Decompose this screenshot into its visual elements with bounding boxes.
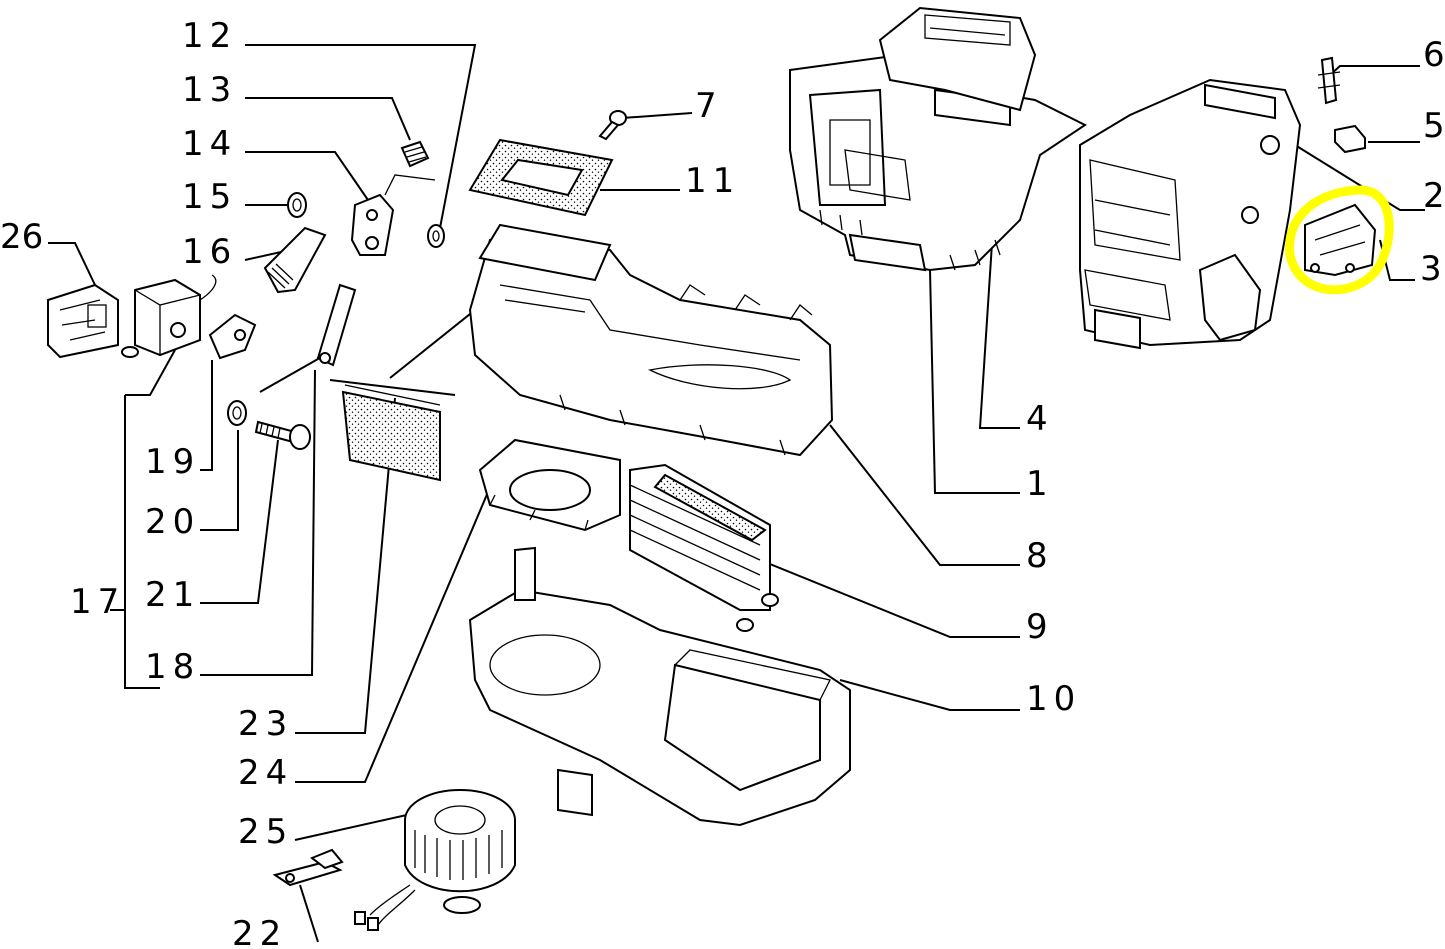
part-10-lower-housing: [468, 546, 851, 827]
part-8-upper-housing: [468, 223, 834, 457]
callout-8: 8: [1026, 536, 1054, 576]
part-22-bracket: [272, 848, 344, 887]
callout-14: 14: [182, 124, 237, 164]
part-11-foam-gasket: [468, 138, 614, 217]
leader-18b: [259, 354, 326, 393]
callout-3: 3: [1420, 249, 1445, 289]
callout-4: 4: [1026, 399, 1054, 439]
callout-2: 2: [1423, 176, 1445, 216]
part-5-connector: [1334, 124, 1366, 154]
callout-16: 16: [182, 232, 237, 272]
part-3-actuator: [1304, 203, 1377, 277]
leader-24: [295, 491, 489, 783]
leader-12: [245, 44, 477, 229]
callout-9: 9: [1026, 607, 1054, 647]
leader-23: [295, 397, 396, 734]
part-18-rod: [316, 283, 357, 367]
callout-13: 13: [182, 70, 237, 110]
callout-15: 15: [182, 177, 237, 217]
part-20-washer: [227, 400, 247, 426]
leader-20: [200, 430, 239, 531]
part-6-clip: [1317, 56, 1341, 105]
part-9-evaporator: [629, 463, 779, 632]
callout-21: 21: [145, 575, 200, 615]
callout-12: 12: [182, 16, 237, 56]
leader-8: [829, 424, 1020, 566]
part-4-upper-duct: [878, 6, 1037, 112]
callout-19: 19: [145, 442, 200, 482]
part-25-blower-motor: [354, 789, 516, 931]
leader-26: [48, 242, 96, 286]
part-14-bracket: [350, 174, 436, 256]
leader-18: [200, 369, 316, 676]
leader-25: [294, 811, 421, 841]
part-15-washer: [287, 192, 307, 218]
leader-13: [245, 97, 411, 141]
highlight-ring: [1285, 185, 1394, 295]
leader-17b: [125, 349, 176, 396]
callout-1: 1: [1026, 464, 1054, 504]
leader-6: [1329, 65, 1420, 76]
leader-mix: [329, 379, 456, 396]
callout-5: 5: [1423, 106, 1445, 146]
callout-18: 18: [145, 647, 200, 687]
callout-17: 17: [70, 582, 125, 622]
part-2-mixing-housing: [1079, 78, 1302, 350]
part-23-foam-filter: [341, 384, 441, 482]
callout-22: 22: [232, 914, 287, 949]
callout-26: 26: [0, 217, 43, 257]
part-19-lever: [208, 313, 257, 360]
callout-11: 11: [685, 161, 740, 201]
leader-14: [245, 151, 369, 201]
part-17-servo-motor: [121, 274, 217, 358]
leader-2: [1294, 144, 1425, 211]
callout-10: 10: [1026, 679, 1081, 719]
leader-17: [124, 395, 160, 689]
part-24-blower-ring: [478, 438, 621, 532]
callout-24: 24: [238, 753, 293, 793]
leader-10: [839, 679, 1020, 711]
leader-9: [759, 559, 1020, 638]
part-13-cap: [400, 140, 430, 168]
callout-25: 25: [238, 812, 293, 852]
leader-lines: [48, 44, 1425, 943]
leader-22: [299, 884, 319, 943]
part-26-actuator-plate: [47, 283, 119, 359]
leader-19: [200, 360, 213, 471]
callout-labels: 12 13 14 15 16 26 19 20 17 21 18 23 24 2…: [0, 16, 1445, 949]
callout-23: 23: [238, 704, 293, 744]
leader-7: [621, 112, 693, 119]
part-21-screw: [254, 420, 311, 450]
callout-6: 6: [1423, 35, 1445, 75]
leader-1: [929, 269, 1020, 494]
part-7-screw: [598, 110, 627, 141]
leader-21: [200, 439, 279, 604]
callout-20: 20: [145, 502, 200, 542]
part-16-link-arm: [263, 226, 327, 294]
callout-7: 7: [695, 86, 723, 126]
part-12-washer: [427, 224, 445, 248]
